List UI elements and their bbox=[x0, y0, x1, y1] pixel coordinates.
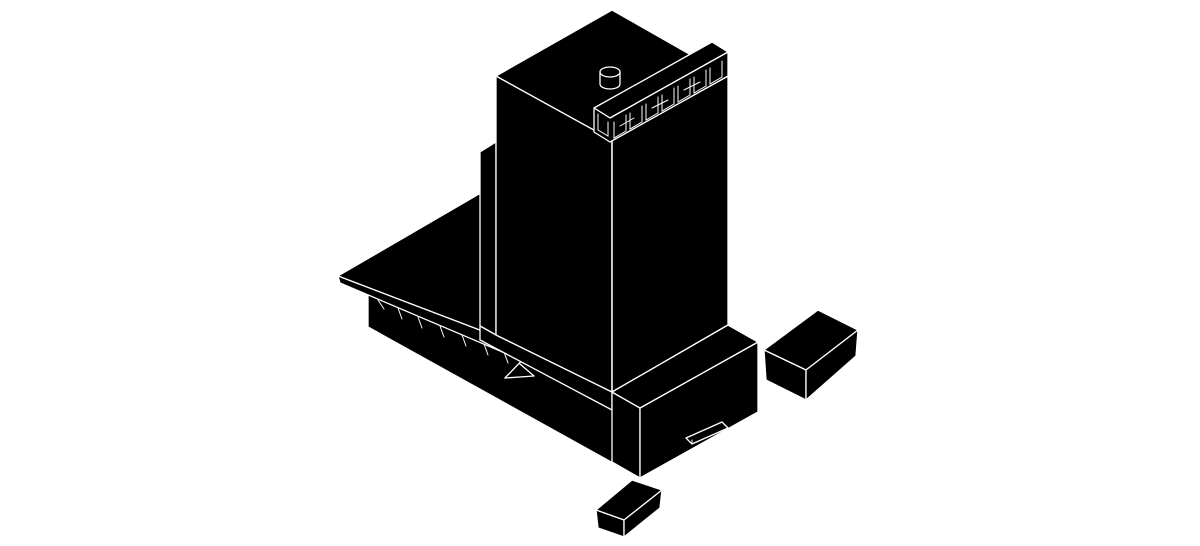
detached-block-right bbox=[763, 309, 859, 401]
front-podium bbox=[611, 324, 759, 479]
podium-roof bbox=[611, 324, 759, 409]
rear-volume-left-face bbox=[479, 141, 497, 336]
pergola-openings bbox=[597, 60, 723, 139]
pergola-front-frame bbox=[593, 51, 729, 143]
rooftop-pergola bbox=[593, 41, 729, 143]
podium-vent bbox=[685, 421, 729, 445]
detached-block-bottom bbox=[595, 479, 663, 538]
bottom-block-side bbox=[623, 489, 663, 538]
canopy-underside-ticks bbox=[377, 299, 509, 364]
main-tower bbox=[495, 9, 729, 393]
rooftop-cylinder bbox=[599, 66, 621, 90]
right-block-side bbox=[805, 329, 859, 401]
